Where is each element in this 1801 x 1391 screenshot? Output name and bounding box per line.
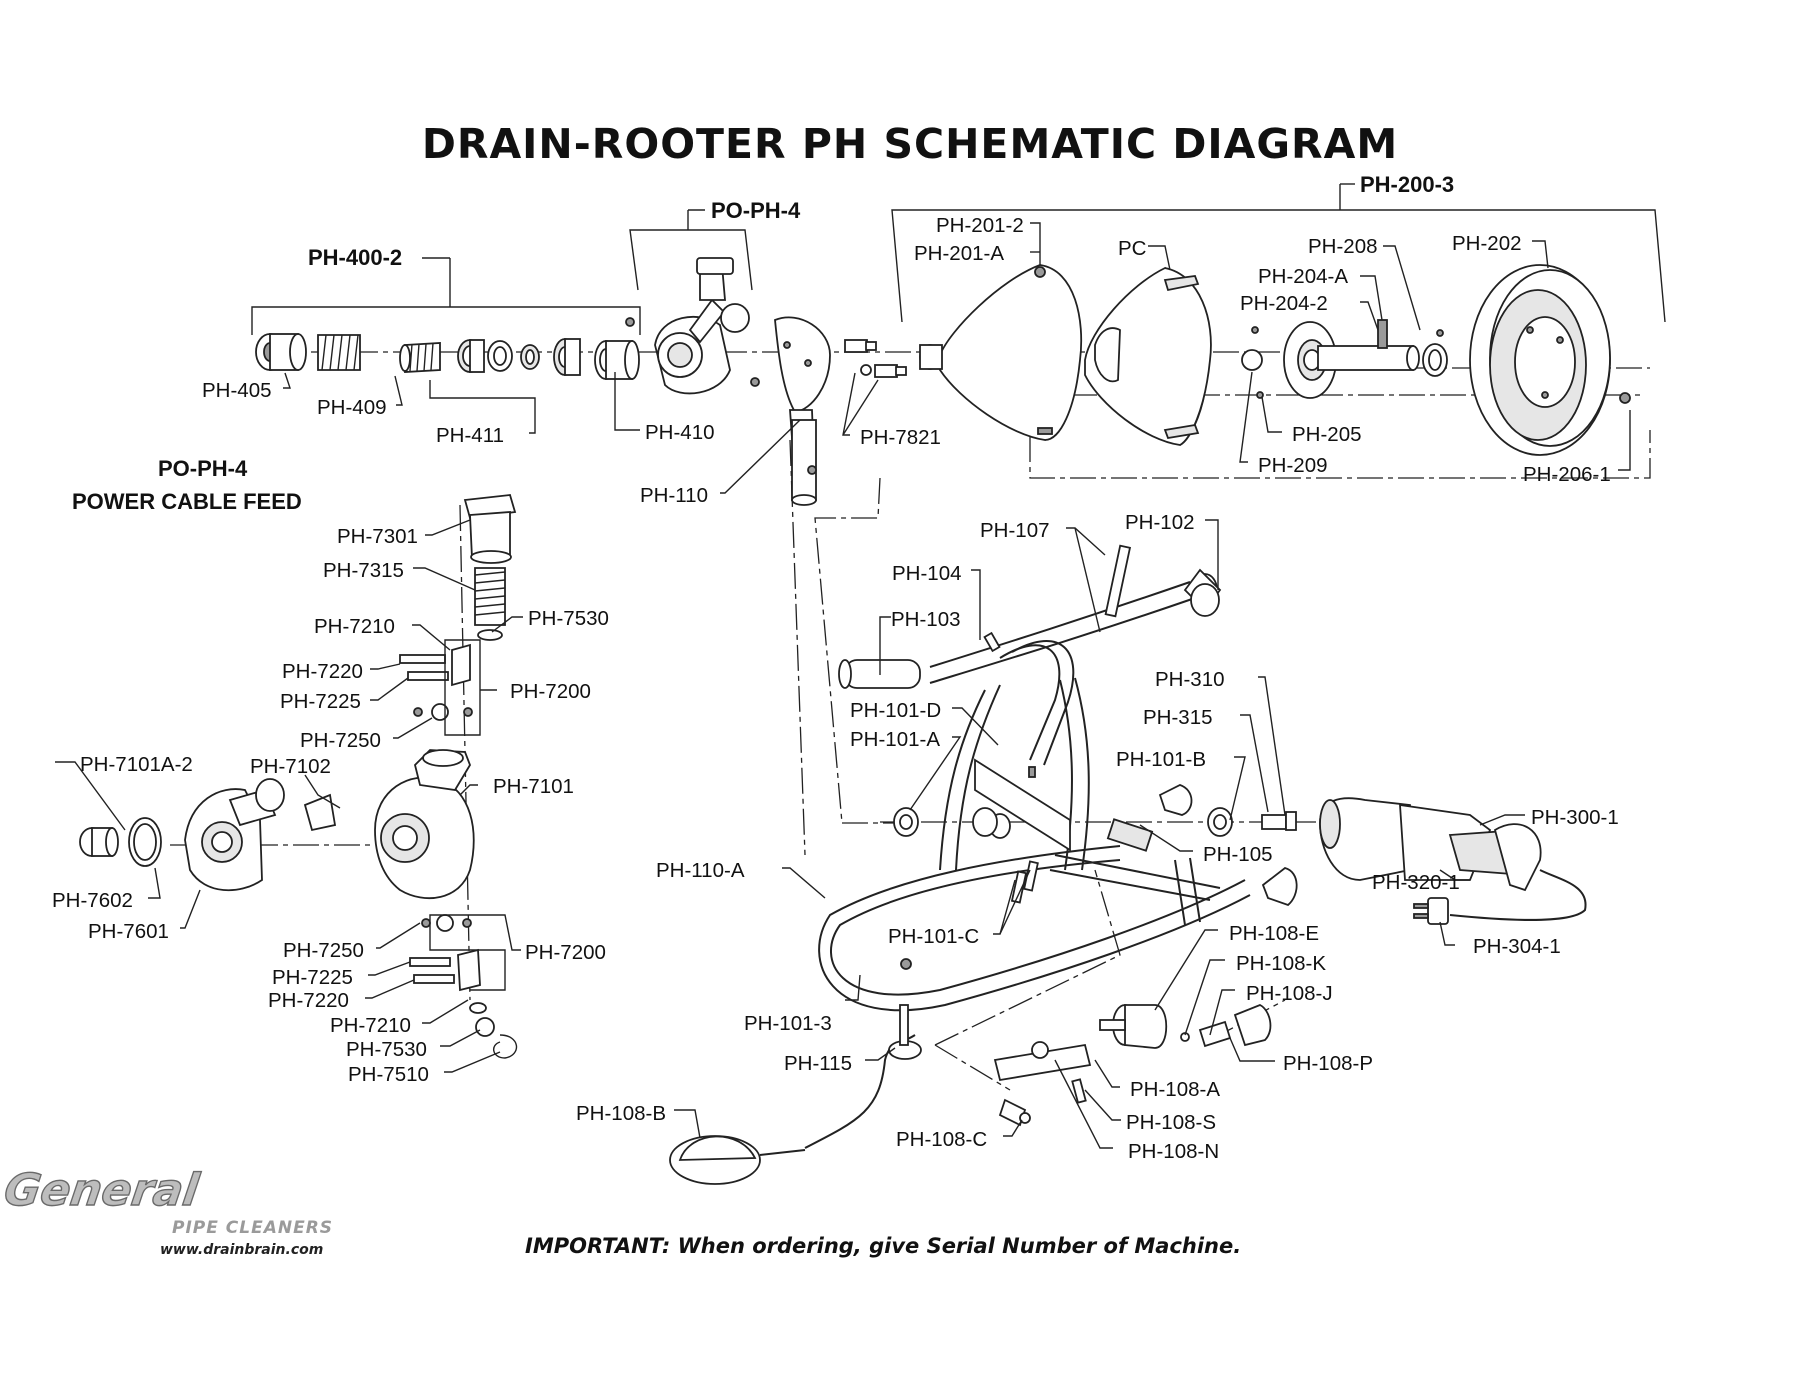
part-label: PH-201-A [914, 242, 1004, 265]
part-label: PH-7210 [314, 615, 395, 638]
part-label: PH-7200 [510, 680, 591, 703]
logo-tagline: PIPE CLEANERS [172, 1218, 333, 1238]
part-label: PH-108-E [1229, 922, 1319, 945]
group-label-ph-400-2: PH-400-2 [308, 245, 402, 270]
part-label: PH-202 [1452, 232, 1522, 255]
group-label-power-cable-feed: POWER CABLE FEED [72, 489, 302, 514]
part-label: PH-108-S [1126, 1111, 1216, 1134]
part-label: PH-101-B [1116, 748, 1206, 771]
part-label: PH-115 [784, 1052, 852, 1075]
part-label: PH-7220 [268, 989, 349, 1012]
part-label: PH-7225 [272, 966, 353, 989]
ph-400-2-parts [255, 317, 640, 380]
part-label: PH-7821 [860, 426, 941, 449]
part-label: PH-7225 [280, 690, 361, 713]
po-ph-4-top-assembly [654, 257, 760, 395]
part-label: PH-201-2 [936, 214, 1024, 237]
part-label: PH-101-A [850, 728, 940, 751]
part-label: PH-110-A [656, 859, 745, 882]
part-label: PH-7601 [88, 920, 169, 943]
part-label: PH-315 [1143, 706, 1213, 729]
part-label: PH-208 [1308, 235, 1378, 258]
part-label: PH-108-P [1283, 1052, 1373, 1075]
part-label: PH-300-1 [1531, 806, 1619, 829]
part-label: PH-7250 [283, 939, 364, 962]
part-label: PH-101-C [888, 925, 979, 948]
group-brackets [251, 183, 1666, 335]
part-label: PH-108-B [576, 1102, 666, 1125]
motor-assembly [1261, 797, 1587, 925]
part-label: PH-103 [891, 608, 961, 631]
ph-110-plate [774, 316, 907, 506]
part-label: PH-108-J [1246, 982, 1333, 1005]
part-label: PH-7602 [52, 889, 133, 912]
part-label: PH-206-1 [1523, 463, 1611, 486]
logo-url: www.drainbrain.com [160, 1242, 323, 1258]
part-label: PH-410 [645, 421, 715, 444]
page-title: DRAIN-ROOTER PH SCHEMATIC DIAGRAM [422, 120, 1398, 168]
part-label: PC [1118, 237, 1147, 260]
part-label: PH-7530 [528, 607, 609, 630]
foot-pedal-assembly [669, 1004, 1272, 1185]
part-label: PH-204-2 [1240, 292, 1328, 315]
part-label: PH-110 [640, 484, 708, 507]
group-label-ph-200-3: PH-200-3 [1360, 172, 1454, 197]
part-label: PH-7101 [493, 775, 574, 798]
part-label: PH-7102 [250, 755, 331, 778]
part-label: PH-304-1 [1473, 935, 1561, 958]
part-label: PH-7200 [525, 941, 606, 964]
general-pipe-cleaners-logo: General PIPE CLEANERS www.drainbrain.com [0, 1164, 333, 1258]
part-label: PH-205 [1292, 423, 1362, 446]
part-label: PH-405 [202, 379, 272, 402]
part-label: PH-108-K [1236, 952, 1326, 975]
part-label: PH-7210 [330, 1014, 411, 1037]
part-label: PH-7301 [337, 525, 418, 548]
group-label-po-ph-4-top: PO-PH-4 [711, 198, 801, 223]
part-label: PH-204-A [1258, 265, 1348, 288]
part-label: PH-7530 [346, 1038, 427, 1061]
part-labels: PH-405 PH-409 PH-411 PH-410 PH-110 PH-78… [52, 214, 1619, 1163]
part-label: PH-108-A [1130, 1078, 1220, 1101]
part-label: PH-7220 [282, 660, 363, 683]
part-label: PH-104 [892, 562, 962, 585]
part-label: PH-102 [1125, 511, 1195, 534]
part-label: PH-409 [317, 396, 387, 419]
part-label: PH-105 [1203, 843, 1273, 866]
part-label: PH-7315 [323, 559, 404, 582]
part-label: PH-107 [980, 519, 1050, 542]
part-label: PH-209 [1258, 454, 1328, 477]
group-label-po-ph-4-side: PO-PH-4 [158, 456, 248, 481]
ordering-note: IMPORTANT: When ordering, give Serial Nu… [525, 1234, 1241, 1258]
part-label: PH-7101A-2 [80, 753, 193, 776]
part-label: PH-108-C [896, 1128, 987, 1151]
power-cable-feed-parts [79, 494, 518, 1059]
logo-brand: General [1, 1165, 203, 1216]
leader-lines [55, 222, 1631, 1149]
part-label: PH-101-D [850, 699, 941, 722]
frame-assembly [818, 544, 1298, 1012]
ph-200-3-drum [919, 263, 1631, 456]
part-label: PH-310 [1155, 668, 1225, 691]
part-label: PH-108-N [1128, 1140, 1219, 1163]
part-label: PH-320-1 [1372, 871, 1460, 894]
part-label: PH-101-3 [744, 1012, 832, 1035]
part-label: PH-411 [436, 424, 504, 447]
part-label: PH-7250 [300, 729, 381, 752]
part-label: PH-7510 [348, 1063, 429, 1086]
